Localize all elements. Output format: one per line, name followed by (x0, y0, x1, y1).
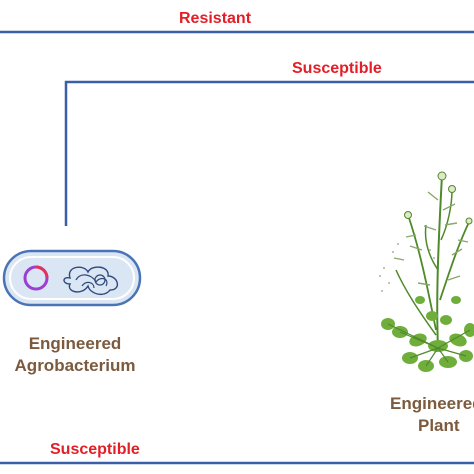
chromosome-icon (63, 266, 118, 296)
agrobacterium-caption-line2: Agrobacterium (14, 356, 136, 375)
susceptible-top-connector-line (64, 80, 474, 226)
plant-caption: Engineered Plant (390, 393, 474, 437)
agrobacterium-icon (2, 249, 142, 307)
plant-icon (379, 171, 474, 372)
agrobacterium-caption: Engineered Agrobacterium (0, 333, 150, 377)
plant-caption-line2: Plant (418, 416, 460, 435)
susceptible-top-label: Susceptible (292, 60, 382, 77)
resistant-label: Resistant (179, 10, 252, 27)
plasmid-icon (23, 265, 49, 291)
susceptible-bottom-label: Susceptible (50, 441, 140, 458)
agrobacterium-caption-line1: Engineered (28, 334, 122, 353)
plant-caption-line1: Engineered (390, 394, 474, 413)
